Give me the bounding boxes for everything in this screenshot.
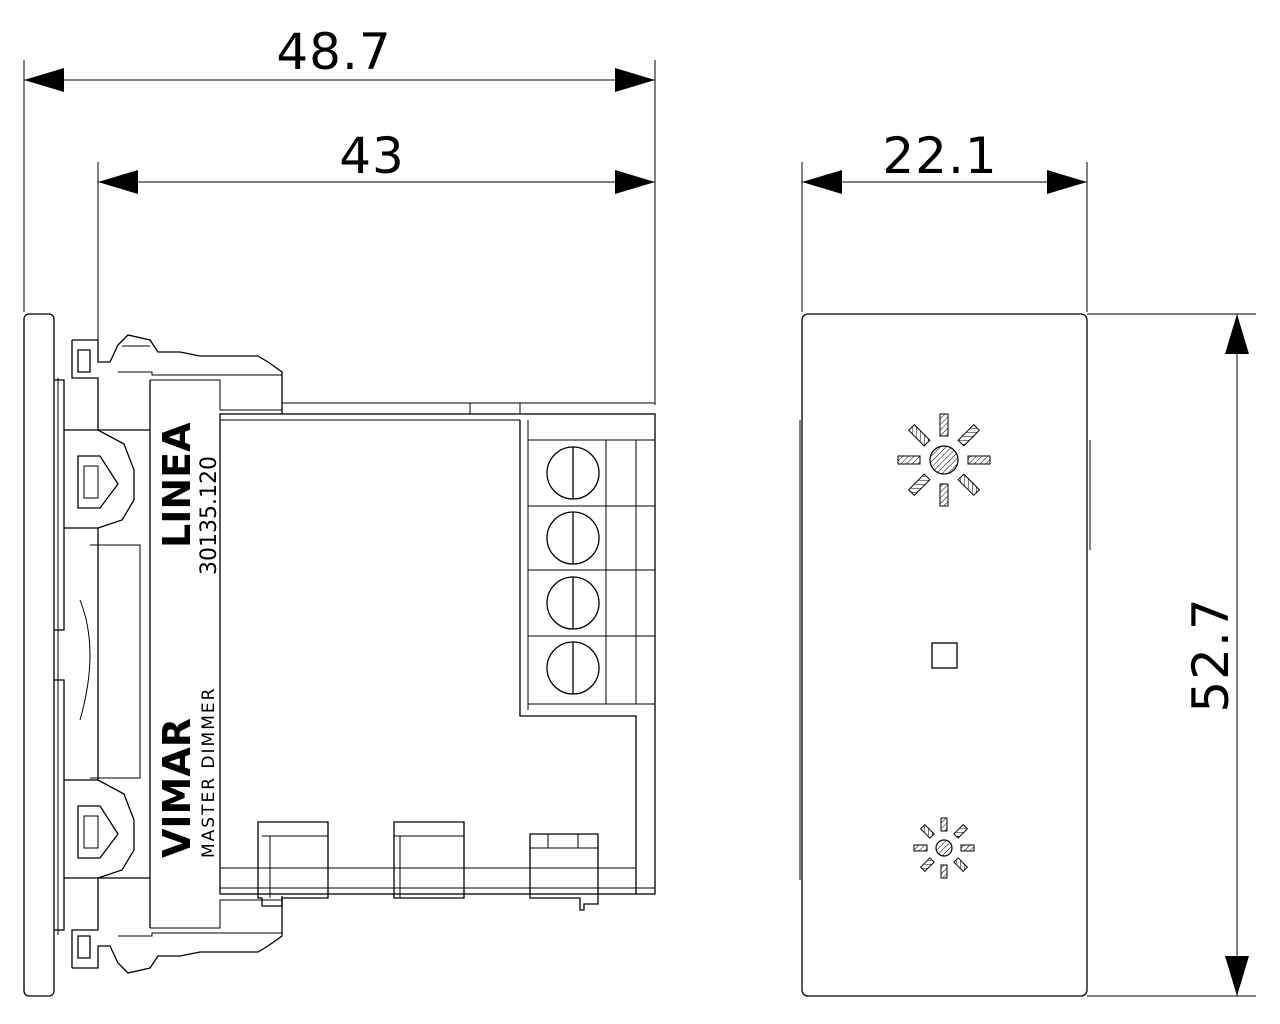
terminal-screws [528, 439, 655, 705]
front-plate [23, 313, 55, 997]
dimension-front-height: 52.7 [1087, 313, 1256, 997]
product-name-label: MASTER DIMMER [199, 687, 219, 858]
product-code-label: 30135.120 [197, 456, 222, 575]
housing-body [219, 413, 656, 895]
dimmer-dimmer-icon [913, 817, 975, 879]
dimension-front-width: 22.1 [801, 127, 1088, 312]
dimension-overall-depth: 48.7 [23, 23, 656, 405]
dimension-body-depth: 43 [97, 127, 655, 340]
led-indicator-icon [931, 642, 958, 669]
front-view [799, 313, 1091, 997]
brand-vimar-label: VIMAR [155, 718, 199, 858]
front-cover [801, 313, 1088, 997]
dimmer-brighter-icon [897, 413, 991, 507]
brand-linea-label: LINEA [155, 422, 199, 548]
dimension-body-depth-label: 43 [339, 127, 405, 185]
side-view: LINEA 30135.120 VIMAR MASTER DIMMER [23, 313, 656, 997]
dimension-front-width-label: 22.1 [882, 127, 997, 185]
dimension-overall-depth-label: 48.7 [276, 23, 391, 81]
bottom-clips [220, 821, 655, 911]
dimension-front-height-label: 52.7 [1182, 597, 1240, 712]
